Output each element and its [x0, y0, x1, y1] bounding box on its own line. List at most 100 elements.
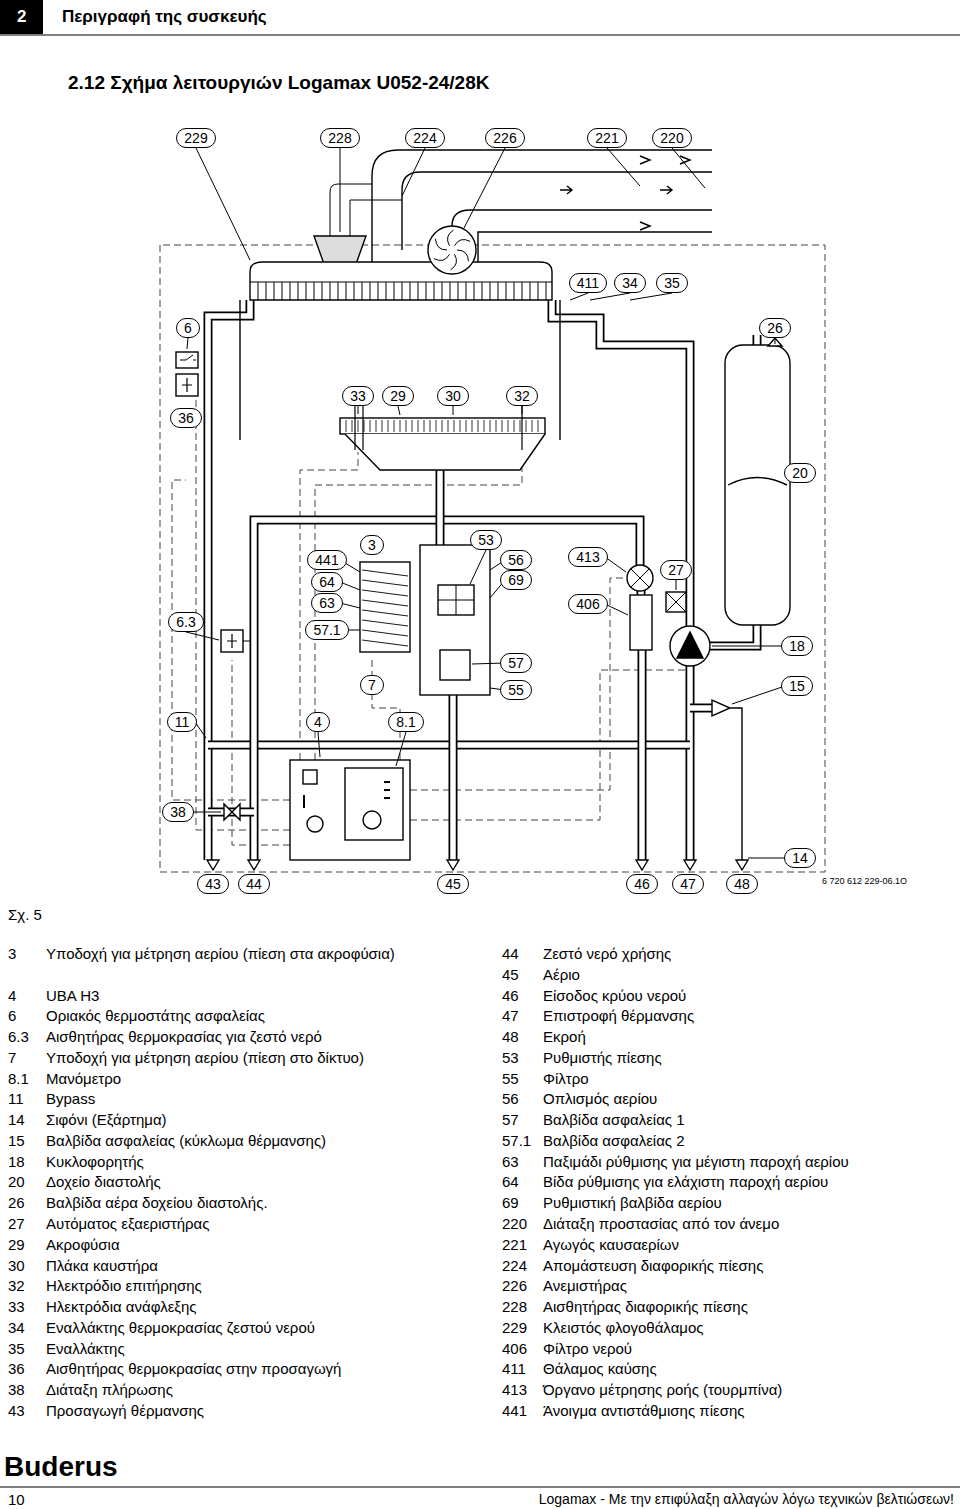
- leader-line: [590, 293, 630, 300]
- callout-text: 406: [576, 596, 599, 612]
- callout-number: 6: [176, 318, 200, 338]
- connection-symbol: [207, 860, 219, 870]
- legend-description: Διάταξη προστασίας από τον άνεμο: [543, 1214, 955, 1235]
- connection-symbol: [636, 860, 648, 870]
- pipe-bore: [552, 300, 690, 626]
- legend-description: Οριακός θερμοστάτης ασφαλείας: [46, 1006, 438, 1027]
- exchanger-fin: [354, 282, 355, 300]
- callout-number: 38: [162, 802, 194, 822]
- leader-line: [398, 406, 400, 415]
- callout-number: 15: [781, 676, 813, 696]
- burner-slot: [442, 420, 443, 432]
- callout-text: 56: [508, 552, 524, 568]
- exchanger-fin: [506, 282, 507, 300]
- legend-description: Απομάστευση διαφορικής πίεσης: [543, 1256, 955, 1277]
- leader-line: [358, 406, 359, 414]
- test-nipple: [372, 545, 380, 685]
- sensor-tube: [350, 200, 402, 236]
- display: [303, 770, 317, 784]
- callout-text: 63: [319, 595, 335, 611]
- burner-slot: [346, 420, 347, 432]
- coil-winding: [362, 580, 408, 586]
- legend-description: Είσοδος κρύου νερού: [543, 986, 955, 1007]
- legend-description: Βαλβίδα ασφαλείας 1: [543, 1110, 955, 1131]
- burner-slot: [370, 420, 371, 432]
- legend-number: 29: [8, 1235, 46, 1256]
- legend-description: Βίδα ρύθμισης για ελάχιστη παροχή αερίου: [543, 1172, 955, 1193]
- burner-slot: [484, 420, 485, 432]
- sensor-tube: [330, 184, 372, 236]
- indicator: [303, 795, 305, 808]
- callout-text: 413: [576, 549, 599, 565]
- callout-number: 45: [437, 874, 469, 894]
- legend-description: Όργανο μέτρησης ροής (τουρμπίνα): [543, 1380, 955, 1401]
- air-arrow: [640, 156, 650, 164]
- legend-number: 3: [8, 944, 46, 965]
- callout-text: 224: [413, 130, 436, 146]
- coil-winding: [362, 570, 408, 576]
- flow-turbine: [627, 565, 653, 591]
- burner-slot: [376, 420, 377, 432]
- callout-number: 441: [307, 550, 346, 570]
- legend-description: Προσαγωγή θέρμανσης: [46, 1401, 438, 1422]
- callout-number: 32: [506, 386, 538, 406]
- connection-symbol: [248, 860, 260, 870]
- legend-description: Εκροή: [543, 1027, 955, 1048]
- callout-number: 406: [568, 594, 607, 614]
- burner-slot: [424, 420, 425, 432]
- legend-description: Αισθητήρας θερμοκρασίας για ζεστό νερό: [46, 1027, 438, 1048]
- leader-line: [453, 406, 454, 415]
- burner-slot: [364, 420, 365, 432]
- legend-description: Αγωγός καυσαερίων: [543, 1235, 955, 1256]
- legend-number: 36: [8, 1359, 46, 1380]
- coil-winding: [362, 620, 408, 626]
- exchanger-fin: [474, 282, 475, 300]
- pipe-bore: [710, 625, 757, 646]
- pipe-wall: [208, 300, 250, 860]
- callout-text: 11: [175, 714, 190, 730]
- main-switch: [307, 816, 323, 832]
- legend-number: 53: [502, 1048, 540, 1069]
- callout-number: 220: [652, 128, 691, 148]
- legend-number: 26: [8, 1193, 46, 1214]
- fan: [428, 226, 476, 274]
- legend-number: 14: [8, 1110, 46, 1131]
- leader-line: [340, 148, 341, 232]
- pipe-bore: [437, 470, 443, 545]
- exchanger-fin: [450, 282, 451, 300]
- callout-number: 44: [238, 874, 270, 894]
- exchanger-fin: [330, 282, 331, 300]
- callout-number: 43: [197, 874, 229, 894]
- coil-winding: [362, 640, 408, 646]
- pipe-wall: [638, 650, 647, 860]
- legend-description: Παξιμάδι ρύθμισης για μέγιστη παροχή αερ…: [543, 1152, 955, 1173]
- leader-line: [464, 148, 505, 228]
- thermostat-switch: [180, 355, 196, 360]
- burner-slot: [490, 420, 491, 432]
- legend-description: Μανόμετρο: [46, 1069, 438, 1090]
- callout-number: 226: [485, 128, 524, 148]
- leader-line: [605, 557, 626, 572]
- control-wire: [172, 480, 290, 800]
- burner-slot: [538, 420, 539, 432]
- pipe-wall: [753, 335, 762, 345]
- callout-number: 4: [306, 712, 330, 732]
- exchanger-fin: [426, 282, 427, 300]
- legend-number: 18: [8, 1152, 46, 1173]
- exchanger-rule: [250, 282, 552, 283]
- callout-number: 20: [784, 463, 816, 483]
- callout-number: 29: [382, 386, 414, 406]
- flue-duct: [478, 232, 712, 262]
- coil-winding: [362, 590, 408, 596]
- callout-number: 48: [726, 874, 758, 894]
- callout-number: 63: [311, 593, 343, 613]
- leader-line: [402, 148, 425, 196]
- pressure-sensor: [314, 236, 366, 264]
- control-panel: [345, 768, 403, 840]
- monitoring-electrode: [521, 406, 522, 450]
- leader-line: [676, 580, 677, 590]
- burner-slot: [520, 420, 521, 432]
- legend-number: 57: [502, 1110, 540, 1131]
- callout-number: 18: [781, 636, 813, 656]
- flue-inner-duct: [452, 210, 712, 226]
